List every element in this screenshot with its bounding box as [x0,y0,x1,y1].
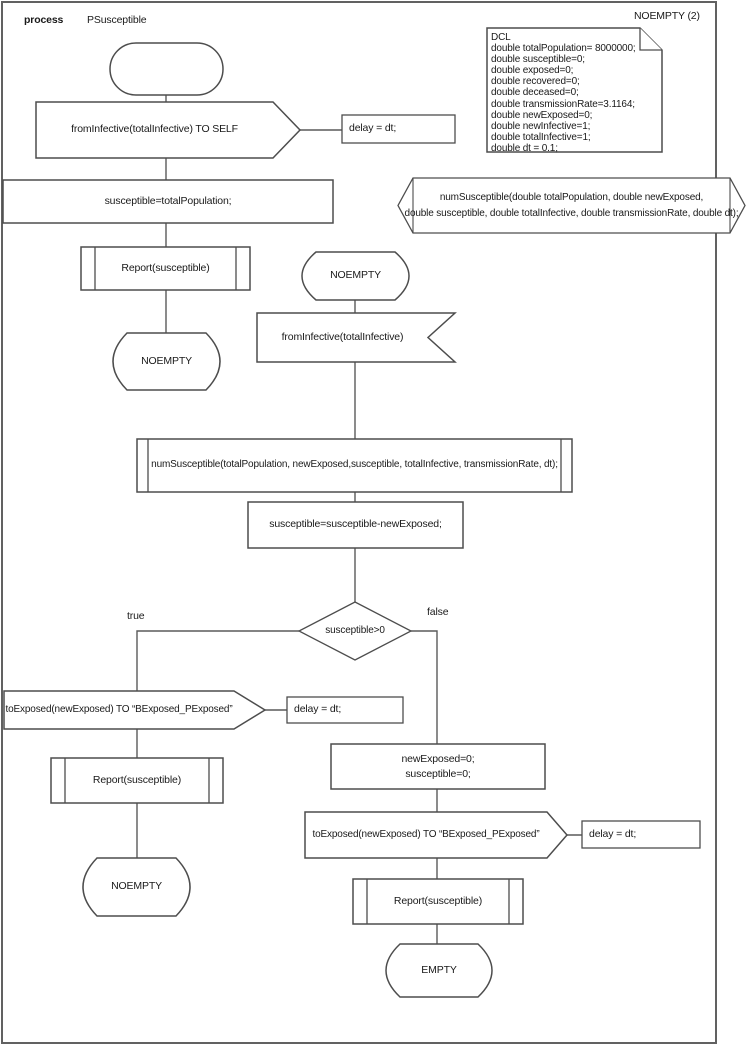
output-to-exposed-false-label: toExposed(newExposed) TO “BExposed_PExpo… [312,828,540,840]
dcl-line: double totalPopulation= 8000000; [491,43,636,55]
output-to-exposed-false-symbol [304,811,568,859]
dcl-line: double dt = 0.1; [491,142,558,154]
connector-lines [136,95,582,944]
dcl-line: double deceased=0; [491,87,579,99]
task-assign-total-label: susceptible=totalPopulation; [104,194,232,207]
process-name: PSusceptible [87,14,147,27]
procedure-call-report-2-label: Report(susceptible) [92,773,182,786]
procedure-call-report-1-bars [94,247,237,290]
branch-false-label: false [427,605,449,618]
delay-comment-box-3 [581,820,701,849]
task-assign-total-symbol [2,179,334,224]
input-from-infective-label: fromInfective(totalInfective) [281,330,404,343]
dcl-text-symbol [486,27,663,153]
dcl-line: double totalInfective=1; [491,131,591,143]
dcl-line: double recovered=0; [491,76,580,88]
state-noempty-3-label: NOEMPTY [111,880,162,893]
output-to-exposed-true-label: toExposed(newExposed) TO “BExposed_PExpo… [5,703,233,715]
dcl-line: double susceptible=0; [491,54,585,66]
procedure-declaration-line: double susceptible, double totalInfectiv… [404,207,739,219]
decision-label: susceptible>0 [325,624,385,636]
output-to-self-label: fromInfective(totalInfective) TO SELF [71,123,238,136]
delay-comment-box-2 [286,696,404,724]
dcl-line: DCL [491,32,511,43]
procedure-call-num-susceptible-symbol [136,438,573,493]
dcl-folded-corner [639,28,662,51]
dcl-line: double transmissionRate=3.1164; [491,98,635,110]
state-noempty-2-symbol [301,251,410,301]
state-empty-symbol [385,943,493,998]
task-reset-line: susceptible=0; [405,767,471,780]
procedure-call-report-3-label: Report(susceptible) [393,894,483,907]
task-reset-symbol [330,743,546,790]
delay-comment-box-1 [341,114,456,144]
procedure-call-report-1-label: Report(susceptible) [121,261,210,274]
procedure-call-report-2-symbol [50,757,224,804]
task-reset-label: newExposed=0; susceptible=0; [331,744,545,789]
procedure-call-report-1-symbol [80,246,251,291]
page-corner-label: NOEMPTY (2) [634,10,700,23]
task-reset-line: newExposed=0; [401,752,475,765]
decision-symbol [297,601,413,661]
dcl-line: double newInfective=1; [491,120,591,132]
procedure-declaration-line: numSusceptible(double totalPopulation, d… [439,191,704,203]
state-noempty-1-label: NOEMPTY [141,354,192,367]
dcl-line: double newExposed=0; [491,109,593,121]
start-symbol [109,42,224,96]
state-empty-label: EMPTY [421,963,457,976]
task-assign-subtract-symbol [247,501,464,549]
procedure-call-num-susceptible-label: numSusceptible(totalPopulation, newExpos… [151,459,558,471]
output-to-exposed-true-symbol [3,690,267,730]
dcl-note-text: DCL double totalPopulation= 8000000; dou… [491,32,636,154]
procedure-declaration-inner-bars [412,178,731,233]
delay-comment-3-label: delay = dt; [589,827,637,840]
process-frame [1,1,717,1044]
state-noempty-2-label: NOEMPTY [330,269,381,282]
task-assign-subtract-label: susceptible=susceptible-newExposed; [269,518,442,531]
delay-comment-2-label: delay = dt; [294,703,342,716]
dcl-line: double exposed=0; [491,65,574,77]
input-from-infective-symbol [256,312,457,363]
delay-comment-1-label: delay = dt; [349,122,397,135]
procedure-call-report-3-symbol [352,878,524,925]
procedure-declaration-text: numSusceptible(double totalPopulation, d… [398,178,745,233]
state-noempty-3-symbol [82,857,191,917]
procedure-call-report-2-bars [64,758,210,803]
output-to-self-symbol [35,101,302,159]
state-noempty-1-symbol [112,332,221,391]
procedure-call-report-3-bars [366,879,510,924]
procedure-call-num-susceptible-bars [147,439,562,492]
branch-true-label: true [127,609,145,622]
process-keyword: process [24,14,64,27]
